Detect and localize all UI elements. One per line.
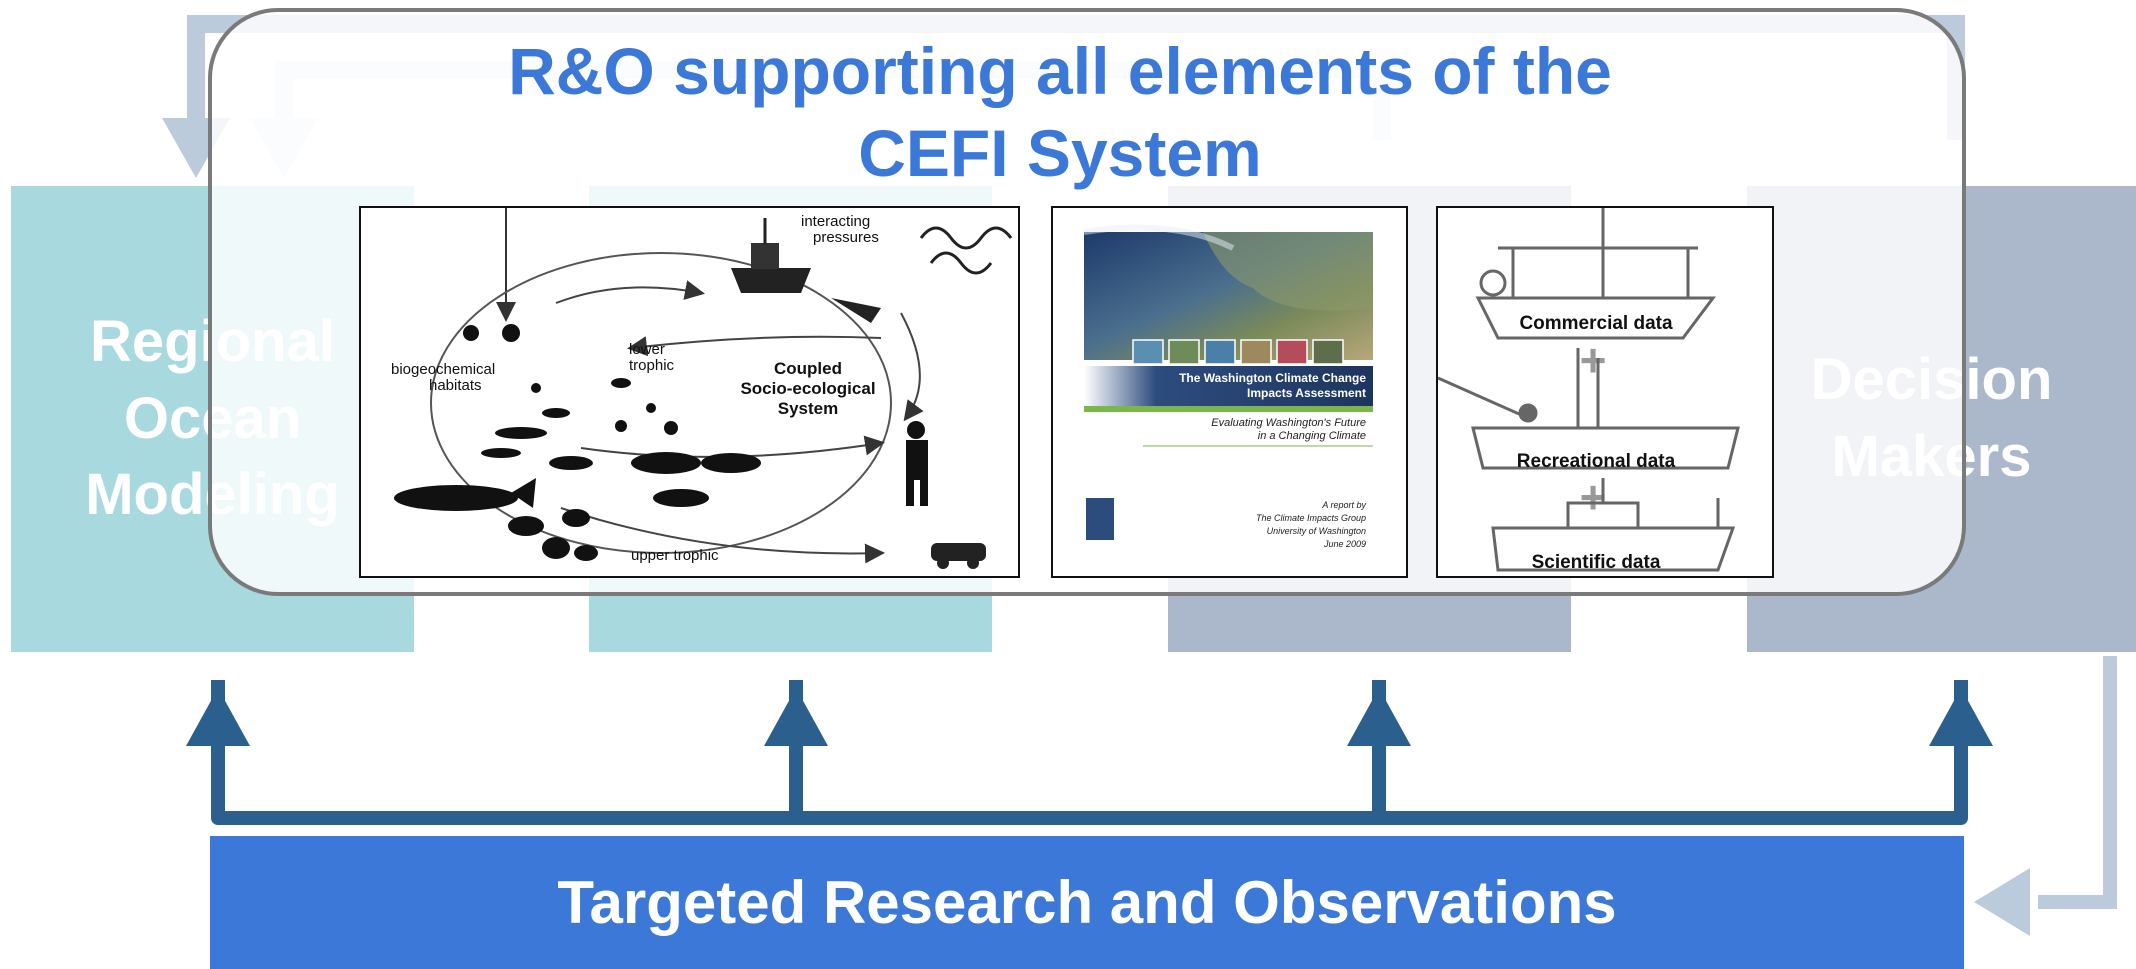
commercial-boat-icon <box>1475 208 1716 340</box>
report-byline-2: The Climate Impacts Group <box>1256 513 1366 523</box>
label-recreational-data: Recreational data <box>1517 451 1676 472</box>
climate-report-panel: The Washington Climate Change Impacts As… <box>1051 206 1408 578</box>
label-system: System <box>778 399 838 418</box>
ecosystem-diagram-panel: interacting pressures lower trophic biog… <box>359 206 1020 578</box>
report-cover: The Washington Climate Change Impacts As… <box>1083 224 1373 549</box>
label-interacting: interacting <box>801 213 870 230</box>
report-subtitle-line-2: in a Changing Climate <box>1258 430 1366 442</box>
report-byline-3: University of Washington <box>1267 526 1366 536</box>
arrow-up-icon <box>1347 688 1411 746</box>
arrow-up-icon <box>186 688 250 746</box>
arrow-up-icon <box>764 688 828 746</box>
arrow-up-icon <box>1929 688 1993 746</box>
fishing-boat-icon <box>731 218 811 293</box>
plus-icon: + <box>1580 334 1607 386</box>
label-trophic: trophic <box>629 357 675 374</box>
targeted-research-bar: Targeted Research and Observations <box>210 836 1964 969</box>
car-icon <box>931 543 986 569</box>
research-vessel-icon <box>1491 478 1736 572</box>
marine-life-icons <box>394 324 761 561</box>
title-line-2: CEFI System <box>858 116 1262 190</box>
label-scientific-data: Scientific data <box>1532 552 1661 573</box>
recreational-boat-icon <box>1438 348 1740 470</box>
label-commercial-data: Commercial data <box>1519 313 1673 334</box>
page-title: R&O supporting all elements of the CEFI … <box>380 30 1740 194</box>
bottom-bar-label: Targeted Research and Observations <box>557 869 1617 936</box>
report-title-line-2: Impacts Assessment <box>1247 386 1366 400</box>
label-lower: lower <box>629 341 665 358</box>
label-biogeochemical: biogeochemical <box>391 361 495 378</box>
label-habitats: habitats <box>429 377 482 394</box>
uw-logo <box>1086 498 1114 540</box>
report-title-line-1: The Washington Climate Change <box>1179 371 1366 385</box>
data-sources-panel: Commercial data + Recreational data + Sc… <box>1436 206 1774 578</box>
report-byline-1: A report by <box>1321 500 1366 510</box>
label-upper-trophic: upper trophic <box>631 547 719 564</box>
report-byline-4: June 2009 <box>1323 539 1366 549</box>
label-coupled: Coupled <box>774 359 842 378</box>
photo-strip <box>1132 339 1344 365</box>
data-sources-illustration: Commercial data + Recreational data + Sc… <box>1438 208 1740 573</box>
report-subtitle-line-1: Evaluating Washington's Future <box>1211 417 1366 429</box>
fisher-icon <box>906 421 928 506</box>
title-line-1: R&O supporting all elements of the <box>508 34 1612 108</box>
label-pressures: pressures <box>813 229 879 246</box>
label-socio-ecological: Socio-ecological <box>740 379 875 398</box>
ecosystem-illustration: interacting pressures lower trophic biog… <box>391 208 1013 569</box>
